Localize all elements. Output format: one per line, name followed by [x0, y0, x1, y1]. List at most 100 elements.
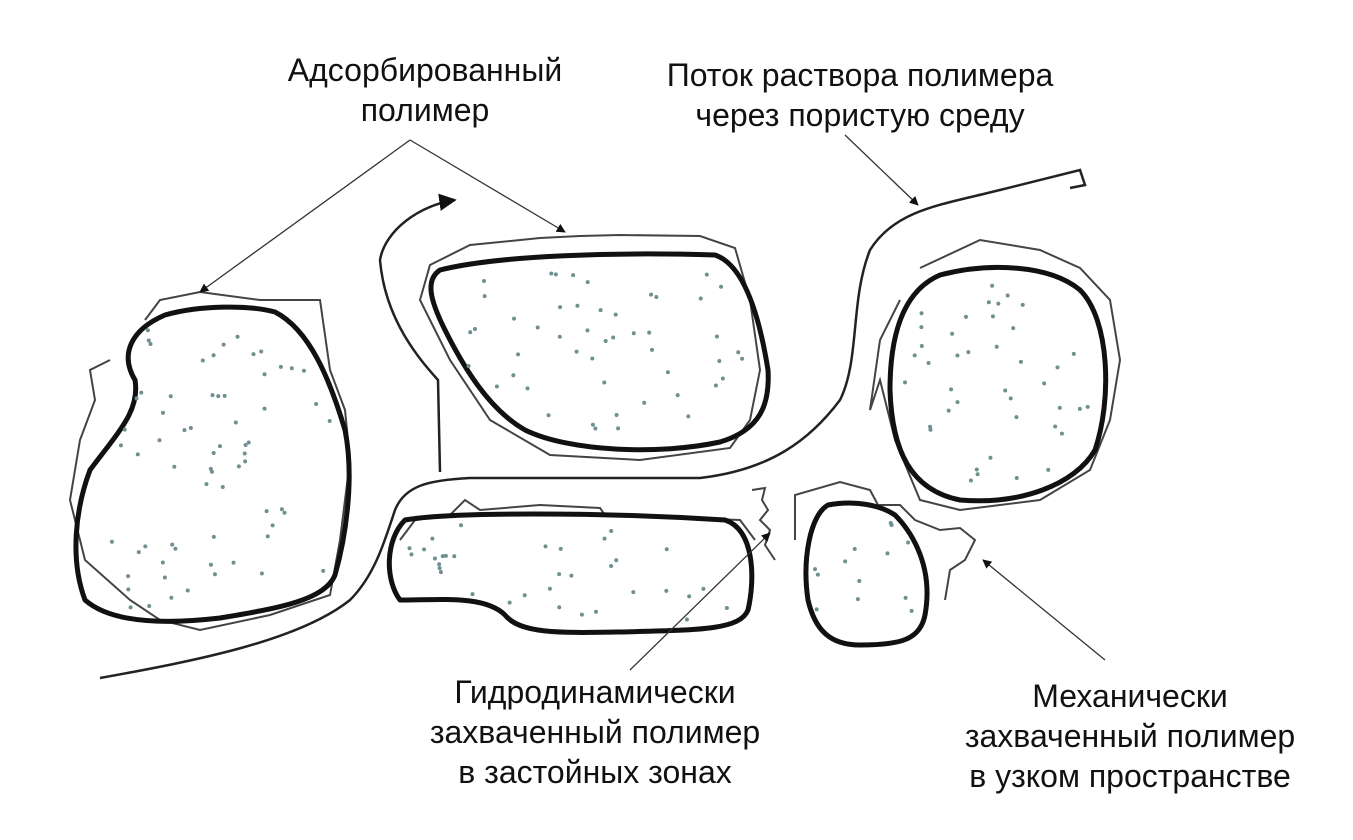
- leader-adsorbed-left: [199, 139, 411, 293]
- grain-dot: [574, 349, 579, 354]
- grain-dot: [1055, 365, 1060, 370]
- grain-dot: [169, 595, 174, 600]
- grain-dot: [1003, 388, 1008, 393]
- grain-dot: [569, 573, 574, 578]
- grain-dot: [235, 334, 240, 339]
- grain-dot: [109, 539, 114, 544]
- grain-dot: [549, 271, 554, 276]
- grain-dot: [289, 366, 294, 371]
- label-line: Гидродинамически: [454, 674, 736, 710]
- label-adsorbed-polymer: Адсорбированный полимер: [260, 50, 590, 130]
- label-line: в узком пространстве: [969, 758, 1291, 794]
- label-line: Адсорбированный: [287, 52, 563, 88]
- grain-dot: [616, 426, 621, 431]
- leader-mech: [982, 559, 1106, 661]
- grain-dot: [145, 328, 150, 333]
- grain-dot: [906, 540, 911, 545]
- grain-dot: [614, 558, 619, 563]
- grain-dot: [546, 413, 551, 418]
- mechanically-trapped-polymer: [794, 480, 977, 601]
- grain-dot: [327, 418, 332, 423]
- grain-dot: [889, 523, 894, 528]
- grain-dot: [246, 440, 251, 445]
- grain-dot: [122, 427, 127, 432]
- grain-dot: [482, 294, 487, 299]
- grain-dot: [855, 597, 860, 602]
- grain-dot: [182, 428, 187, 433]
- grain-dot: [482, 278, 487, 283]
- grain-dot: [1018, 359, 1023, 364]
- label-line: захваченный полимер: [964, 718, 1296, 754]
- grain-dot: [242, 451, 247, 456]
- grain-dot: [466, 364, 471, 369]
- grain-dot: [522, 593, 527, 598]
- grain-dot: [279, 507, 284, 512]
- grain-dot: [720, 376, 725, 381]
- grain-dot: [664, 588, 669, 593]
- grain-dot: [516, 352, 521, 357]
- grain-right: [887, 264, 1109, 504]
- grain-dot: [885, 551, 890, 556]
- grain-dot: [188, 426, 193, 431]
- grain-dot: [686, 414, 691, 419]
- grain-dot: [160, 560, 165, 565]
- grain-dot: [208, 562, 213, 567]
- grain-dot: [813, 567, 818, 572]
- grain-dot: [974, 467, 979, 472]
- label-flow: Поток раствора полимера через пористую с…: [620, 55, 1100, 135]
- grain-dot: [642, 400, 647, 405]
- grain-dot: [986, 300, 991, 305]
- grain-dot: [160, 410, 165, 415]
- grain-dot: [251, 352, 256, 357]
- grain-dot: [136, 550, 141, 555]
- grain-dot: [975, 472, 980, 477]
- grain-dot: [135, 452, 140, 457]
- grain-dot: [259, 349, 264, 354]
- hydrodynamically-trapped-polymer: [751, 486, 776, 561]
- grain-dot: [857, 578, 862, 583]
- grain-dot: [611, 335, 616, 340]
- grain-dot: [236, 464, 241, 469]
- grain-dot: [704, 272, 709, 277]
- grain-dot: [719, 284, 724, 289]
- grain-dot: [430, 536, 435, 541]
- grain-top: [428, 251, 771, 453]
- grain-dot: [814, 607, 819, 612]
- grain-dot: [432, 556, 437, 561]
- grain-dot: [654, 294, 659, 299]
- grain-dots: [109, 271, 1090, 622]
- grain-dot: [157, 438, 162, 443]
- grain-dot: [664, 547, 669, 552]
- grain-dot: [452, 554, 457, 559]
- grain-dot: [543, 544, 548, 549]
- grain-dot: [926, 361, 931, 366]
- grain-dot: [243, 459, 248, 464]
- grain-dot: [211, 353, 216, 358]
- grain-dot: [1005, 293, 1010, 298]
- grain-dot: [590, 422, 595, 427]
- grain-dot: [649, 347, 654, 352]
- grain-dot: [134, 396, 139, 401]
- grain-dot: [1008, 396, 1013, 401]
- grain-dot: [437, 562, 442, 567]
- grain-dot: [928, 427, 933, 432]
- grain-dot: [631, 590, 636, 595]
- adsorbed-polymer-layer-top: [418, 233, 762, 462]
- grain-dot: [736, 350, 741, 355]
- grain-dot: [687, 594, 692, 599]
- grain-dot: [535, 325, 540, 330]
- grain-dot: [437, 566, 442, 571]
- grain-dot: [553, 272, 558, 277]
- grain-dot: [609, 528, 614, 533]
- grain-dot: [507, 600, 512, 605]
- grain-dot: [903, 595, 908, 600]
- grain-dot: [407, 546, 412, 551]
- grain-dot: [147, 603, 152, 608]
- grain-dot: [1071, 351, 1076, 356]
- grain-dot: [665, 370, 670, 375]
- grain-dot: [1014, 415, 1019, 420]
- grain-dot: [494, 384, 499, 389]
- grain-dot: [208, 466, 213, 471]
- leader-flow: [844, 134, 919, 206]
